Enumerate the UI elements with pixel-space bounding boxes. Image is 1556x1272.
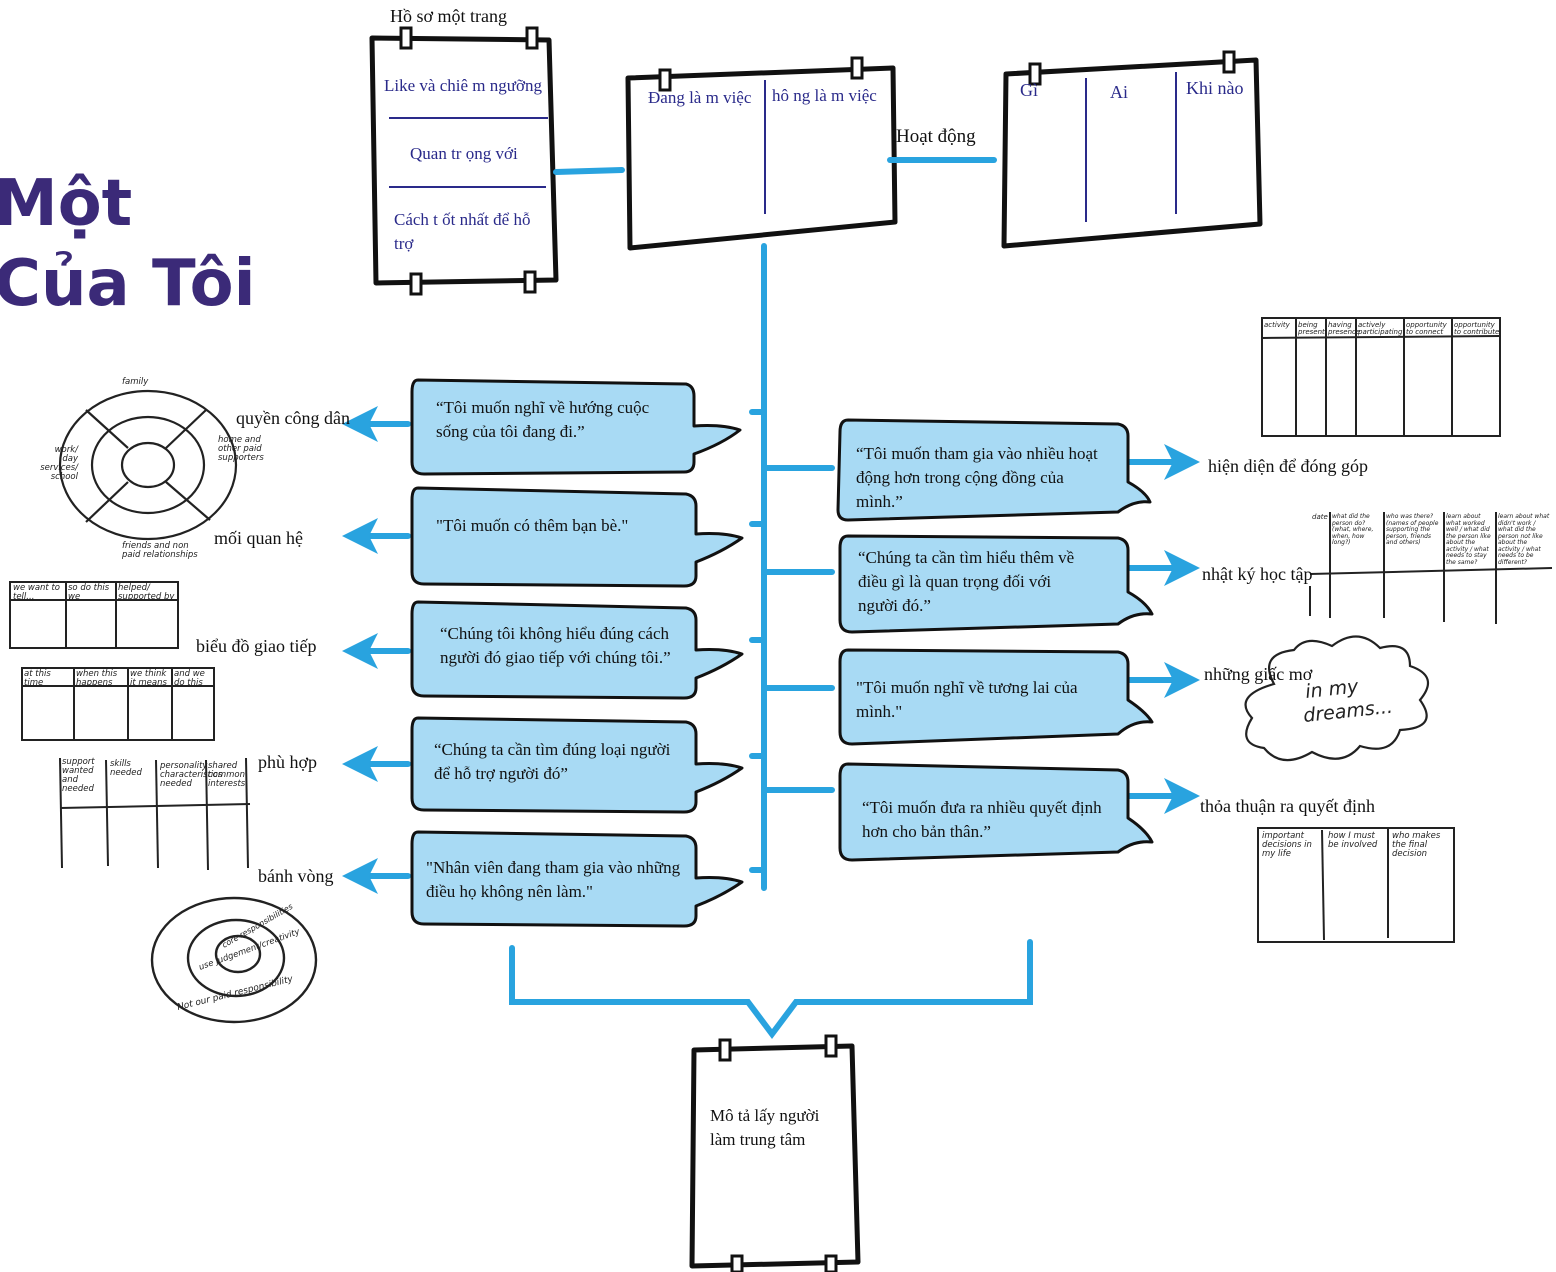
speech-bubble-5: [410, 830, 744, 928]
profile-section-2: Quan tr ọng với: [410, 144, 518, 163]
communication-chart-sketch-2: [21, 667, 215, 741]
presence-head-5: opportunity to connect: [1406, 321, 1447, 336]
action-col-who: Ai: [1110, 82, 1128, 102]
speech-bubble-6: [836, 418, 1152, 522]
presence-head-4: actively participating: [1358, 321, 1403, 336]
bubble-text-2: "Tôi muốn có thêm bạn bè.": [436, 516, 629, 535]
comm2-head-2: when this happens: [76, 669, 118, 688]
speech-bubble-8: [838, 648, 1154, 746]
bubble-text-7: “Chúng ta cần tìm hiểu thêm về điều gì l…: [858, 548, 1075, 615]
decision-agreement-sketch: [1257, 827, 1455, 943]
speech-bubble-7: [838, 534, 1154, 634]
speech-bubble-9: [838, 762, 1154, 862]
action-plan-document: [1001, 57, 1263, 249]
profile-section-1: Like và chiê m ngưỡng: [384, 76, 542, 95]
comm2-head-3: we think it means: [130, 669, 167, 688]
communication-chart-sketch-1: [9, 581, 179, 649]
circle-note-work: work/ day services/ school: [40, 445, 78, 482]
matching-chart-sketch: [59, 757, 251, 871]
circle-note-home: home and other paid supporters: [218, 435, 264, 463]
bubble-text-5: "Nhân viên đang tham gia vào những điều …: [426, 858, 681, 901]
tool-label-learning-log: nhật ký học tập: [1202, 564, 1313, 584]
presence-head-6: opportunity to contribute: [1454, 321, 1500, 336]
presence-contribution-sketch: [1261, 317, 1501, 437]
match-head-3: personality characteristics needed: [160, 761, 223, 789]
match-head-2: skills needed: [110, 759, 142, 778]
learning-head-2: what did the person do? (what, where, wh…: [1332, 513, 1374, 546]
speech-bubble-1: [410, 378, 742, 476]
person-centred-description-document: [689, 1043, 861, 1269]
decision-head-3: who makes the final decision: [1392, 831, 1441, 859]
action-col-when: Khi nào: [1186, 78, 1244, 98]
bubble-text-3: “Chúng tôi không hiểu đúng cách người đó…: [440, 624, 671, 667]
action-label: Hoạt động: [896, 126, 976, 147]
decision-head-1: important decisions in my life: [1262, 831, 1312, 859]
learning-head-4: learn about what worked well / what did …: [1446, 513, 1491, 566]
tool-label-matching: phù hợp: [258, 752, 318, 772]
presence-head-2: being present: [1298, 321, 1325, 336]
bubble-text-8: "Tôi muốn nghĩ về tương lai của mình.": [856, 678, 1078, 721]
action-col-what: Gì: [1020, 80, 1038, 100]
match-head-1: support wanted and needed: [62, 757, 95, 794]
bubble-text-4: “Chúng ta cần tìm đúng loại người để hỗ …: [434, 740, 671, 783]
working-col-1: Đang là m việc: [648, 88, 752, 107]
speech-bubble-4: [410, 716, 744, 814]
tool-label-relationships: mối quan hệ: [214, 528, 303, 548]
tool-label-donut: bánh vòng: [258, 866, 334, 886]
working-not-working-document: [625, 65, 898, 251]
match-head-4: shared common interests: [208, 761, 246, 789]
bubble-text-9: “Tôi muốn đưa ra nhiều quyết định hơn ch…: [862, 798, 1102, 841]
dreams-cloud-sketch: in my dreams...: [1244, 635, 1430, 762]
presence-head-1: activity: [1264, 321, 1290, 329]
title-line-1: Một: [0, 167, 133, 241]
learning-head-3: who was there? (names of people supporti…: [1386, 513, 1439, 546]
decision-head-2: how I must be involved: [1328, 831, 1378, 850]
bubble-text-1: “Tôi muốn nghĩ về hướng cuộc sống của tô…: [436, 398, 650, 441]
one-page-profile-document: [369, 35, 559, 286]
tool-label-decision: thỏa thuận ra quyết định: [1200, 796, 1375, 816]
citizenship-circle-sketch: [58, 389, 238, 541]
donut-outer-text: Not our paid responsibility: [176, 974, 294, 1013]
circle-note-friends: friends and non paid relationships: [122, 541, 198, 560]
tool-label-presence: hiện diện để đóng góp: [1208, 456, 1368, 476]
learning-head-5: learn about what didn't work / what did …: [1498, 513, 1550, 566]
comm1-head-3: helped/ supported by: [118, 583, 175, 602]
tool-label-dreams: những giấc mơ: [1204, 664, 1313, 684]
comm2-head-1: at this time: [24, 669, 51, 688]
bottom-document-text: Mô tả lấy người làm trung tâm: [710, 1106, 820, 1149]
donut-sketch: [150, 896, 318, 1024]
learning-head-1: date: [1312, 513, 1328, 521]
speech-bubble-3: [410, 600, 744, 700]
comm1-head-2: so do this we: [68, 583, 110, 602]
tool-label-citizenship: quyền công dân: [236, 408, 350, 428]
speech-bubble-2: [410, 486, 744, 588]
circle-note-family: family: [122, 377, 149, 387]
profile-section-3: Cách t ốt nhất để hỗ trợ: [394, 210, 531, 253]
title-line-2: Của Tôi: [0, 247, 256, 321]
learning-log-sketch: [1309, 512, 1553, 624]
presence-head-3: having presence: [1328, 321, 1361, 336]
comm1-head-1: we want to tell...: [13, 583, 60, 602]
comm2-head-4: and we do this: [174, 669, 205, 688]
working-col-2: hô ng là m việc: [772, 86, 877, 105]
tool-label-communication: biểu đồ giao tiếp: [196, 636, 317, 656]
one-page-profile-heading: Hồ sơ một trang: [390, 6, 508, 26]
bubble-text-6: “Tôi muốn tham gia vào nhiều hoạt động h…: [856, 444, 1098, 511]
